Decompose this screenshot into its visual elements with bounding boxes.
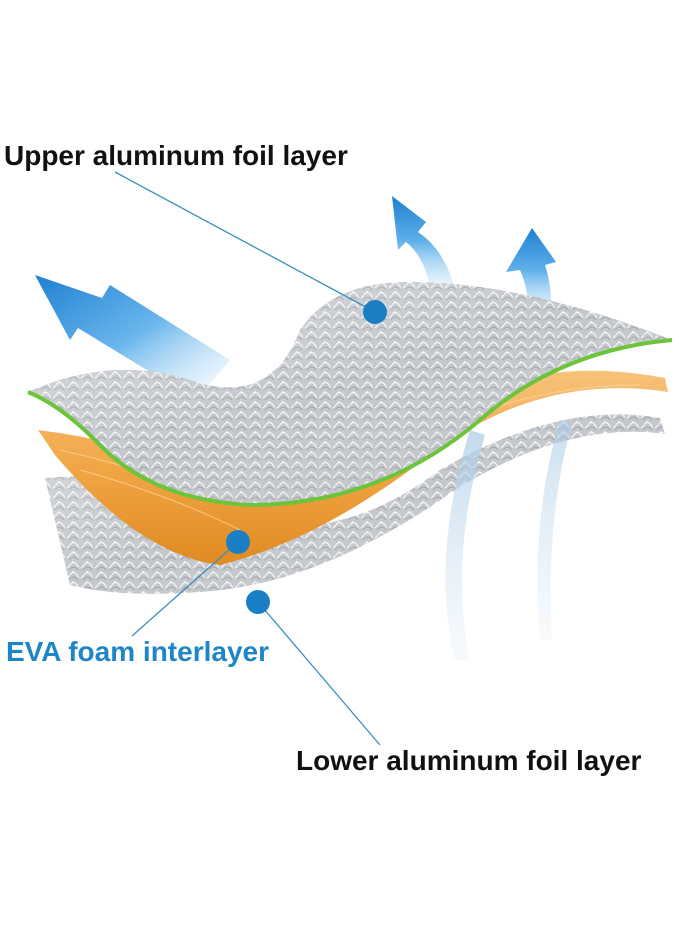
heat-reflection-arrow-icon <box>392 196 455 296</box>
heat-reflection-arrow-icon <box>35 275 230 400</box>
heat-flow-arrow-icon <box>445 420 572 660</box>
heat-reflection-arrow-icon <box>506 228 556 322</box>
callout-dot-icon <box>226 530 250 554</box>
lower-foil-label: Lower aluminum foil layer <box>296 745 642 776</box>
callout-dot-icon <box>363 300 387 324</box>
upper-foil-layer <box>27 281 673 508</box>
eva-foam-label: EVA foam interlayer <box>6 636 269 667</box>
callout-dot-icon <box>246 590 270 614</box>
upper-foil-label: Upper aluminum foil layer <box>4 140 348 171</box>
leader-lines <box>114 171 381 746</box>
